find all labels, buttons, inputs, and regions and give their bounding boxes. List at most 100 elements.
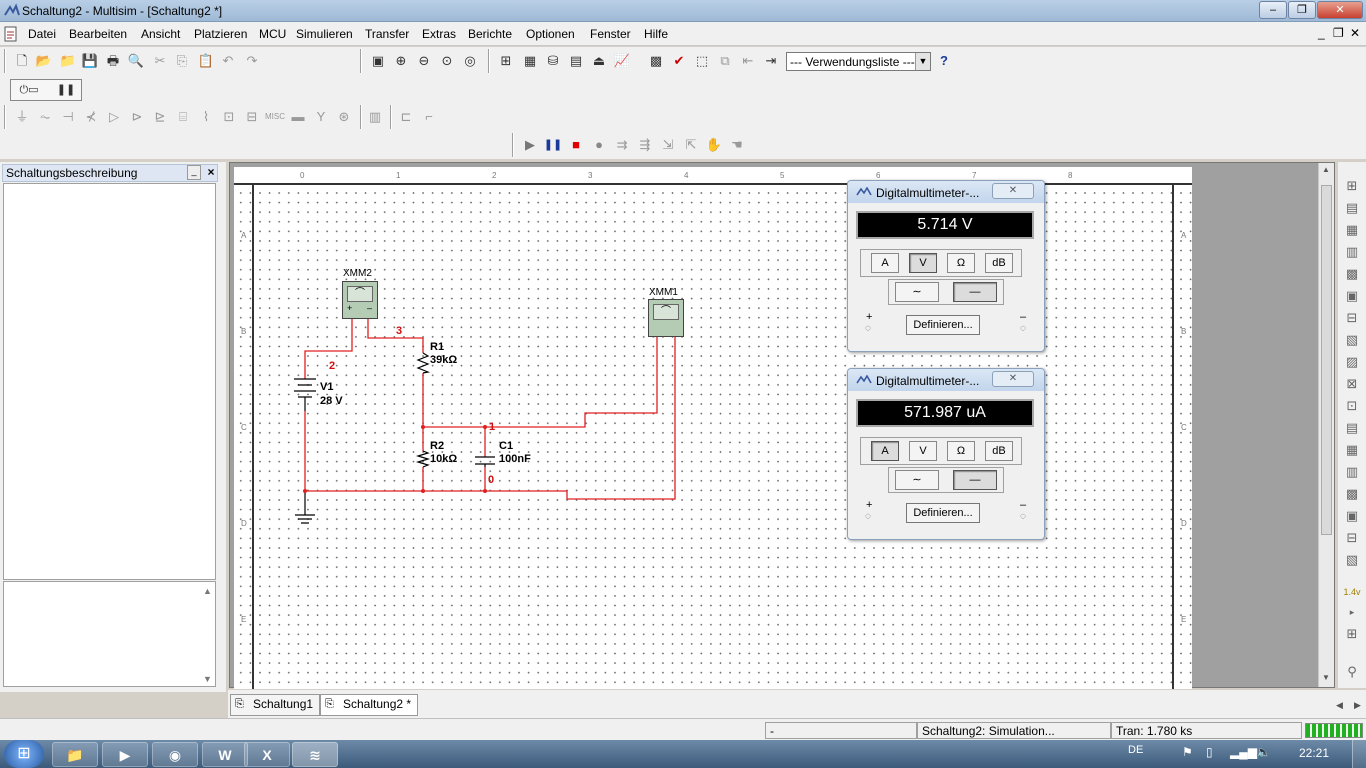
- print-preview-icon[interactable]: 🔍: [127, 53, 145, 68]
- scroll-up-icon[interactable]: ▲: [203, 586, 212, 596]
- zoom-area-icon[interactable]: ⊙: [441, 53, 453, 68]
- dc-line-icon[interactable]: —: [953, 470, 997, 490]
- scroll-down-icon[interactable]: ▼: [1322, 673, 1330, 682]
- grapher-icon[interactable]: 📈: [613, 53, 631, 68]
- mcu-icon[interactable]: ▥: [368, 109, 382, 124]
- undo-icon[interactable]: ↶: [222, 53, 234, 68]
- plus-terminal-icon[interactable]: ◌: [865, 511, 871, 522]
- mdi-restore-button[interactable]: ❐: [1333, 26, 1344, 40]
- mode-ohm-button[interactable]: Ω: [947, 253, 975, 273]
- menu-platzieren[interactable]: Platzieren: [194, 27, 248, 41]
- mixed-icon[interactable]: ⌇: [202, 109, 210, 124]
- mdi-minimize-button[interactable]: _: [1318, 26, 1325, 40]
- excel-icon[interactable]: X: [244, 742, 290, 767]
- flag-icon[interactable]: ⚑: [1182, 745, 1193, 759]
- database-icon[interactable]: ⛁: [547, 53, 559, 68]
- forward-annotate-icon[interactable]: ⇥: [765, 53, 777, 68]
- back-annotate-icon[interactable]: ⇤: [742, 53, 754, 68]
- misc-digital-icon[interactable]: ⌸: [179, 109, 187, 124]
- paste-icon[interactable]: 📋: [197, 53, 215, 68]
- usage-list-dropdown[interactable]: --- Verwendungsliste --- ▼: [786, 52, 931, 71]
- explorer-icon[interactable]: 📁: [52, 742, 98, 767]
- plus-terminal-icon[interactable]: ◌: [865, 323, 871, 334]
- instrument-counter-icon[interactable]: ⊟: [1346, 310, 1358, 325]
- mode-ampere-button[interactable]: A: [871, 253, 899, 273]
- power-switch-icon[interactable]: ⏻▭: [19, 84, 39, 96]
- step-out-icon[interactable]: ⇱: [685, 137, 697, 152]
- menu-mcu[interactable]: MCU: [259, 27, 287, 41]
- new-file-icon[interactable]: 🗋: [16, 53, 28, 68]
- menu-hilfe[interactable]: Hilfe: [644, 27, 669, 41]
- menu-bearbeiten[interactable]: Bearbeiten: [69, 27, 128, 41]
- chrome-icon[interactable]: ◉: [152, 742, 198, 767]
- description-text-area[interactable]: [3, 183, 216, 580]
- copy-icon[interactable]: ⎘: [176, 53, 188, 68]
- menu-simulieren[interactable]: Simulieren: [296, 27, 353, 41]
- schematic-sheet[interactable]: 0 1 2 3 4 5 6 7 8 A B C D E A B C D E: [234, 167, 1192, 689]
- dmm-close-button[interactable]: ✕: [992, 183, 1034, 199]
- instrument-logic-converter-icon[interactable]: ⊠: [1346, 376, 1358, 391]
- dmm-close-button[interactable]: ✕: [992, 371, 1034, 387]
- instrument-agilent-mm-icon[interactable]: ▣: [1345, 508, 1359, 523]
- instrument-wattmeter-icon[interactable]: ▦: [1345, 222, 1359, 237]
- mdi-close-button[interactable]: ✕: [1350, 26, 1361, 40]
- word-icon[interactable]: W: [202, 742, 248, 767]
- spreadsheet-icon[interactable]: ▦: [523, 53, 537, 68]
- instrument-oscilloscope-icon[interactable]: ▥: [1345, 244, 1359, 259]
- instrument-network-icon[interactable]: ▥: [1345, 464, 1359, 479]
- start-button-icon[interactable]: ⊞: [4, 740, 44, 768]
- menu-extras[interactable]: Extras: [422, 27, 457, 41]
- menu-datei[interactable]: Datei: [28, 27, 57, 41]
- define-button[interactable]: Definieren...: [906, 503, 980, 523]
- mode-db-button[interactable]: dB: [985, 441, 1013, 461]
- network-icon[interactable]: ▂▄▆: [1230, 745, 1257, 759]
- multimeter-window-current[interactable]: Digitalmultimeter-... ✕ 571.987 uA A V Ω…: [847, 368, 1045, 540]
- media-player-icon[interactable]: ▶: [102, 742, 148, 767]
- hierarchical-block-icon[interactable]: ⊏: [400, 109, 412, 124]
- breakpoint-icon[interactable]: ✋: [705, 137, 723, 152]
- open-sample-icon[interactable]: 📁: [59, 53, 77, 68]
- stop-icon[interactable]: ■: [572, 137, 580, 152]
- basic-icon[interactable]: ⏦: [39, 109, 51, 124]
- diode-icon[interactable]: ⊣: [62, 109, 74, 124]
- tab-schaltung2[interactable]: ⎘ Schaltung2 *: [320, 694, 419, 716]
- save-icon[interactable]: 💾: [81, 53, 99, 68]
- instrument-multimeter-icon[interactable]: ⊞: [1346, 178, 1358, 193]
- show-desktop-button[interactable]: [1352, 740, 1366, 768]
- scroll-thumb[interactable]: [1321, 185, 1332, 535]
- tab-schaltung1[interactable]: ⎘ Schaltung1: [230, 694, 321, 716]
- clock[interactable]: 22:21: [1299, 746, 1330, 760]
- mode-volt-button[interactable]: V: [909, 441, 937, 461]
- misc-icon[interactable]: MISC: [265, 112, 285, 121]
- instrument-agilent-scope-icon[interactable]: ⊟: [1346, 530, 1358, 545]
- minus-terminal-icon[interactable]: ◌: [1020, 511, 1026, 522]
- instrument-4ch-scope-icon[interactable]: ▩: [1345, 266, 1359, 281]
- dc-line-icon[interactable]: —: [953, 282, 997, 302]
- pause-switch-icon[interactable]: ❚❚: [56, 84, 76, 96]
- dmm-caption[interactable]: Digitalmultimeter-... ✕: [848, 369, 1044, 391]
- bus-icon[interactable]: ⌐: [425, 109, 433, 124]
- menu-transfer[interactable]: Transfer: [365, 27, 410, 41]
- multisim-taskbar-icon[interactable]: ≋: [292, 742, 338, 767]
- instrument-generator-icon[interactable]: ▤: [1345, 200, 1359, 215]
- mode-db-button[interactable]: dB: [985, 253, 1013, 273]
- redo-icon[interactable]: ↷: [246, 53, 258, 68]
- transistor-icon[interactable]: ⊀: [85, 109, 97, 124]
- mode-ohm-button[interactable]: Ω: [947, 441, 975, 461]
- source-icon[interactable]: ⏚: [15, 109, 29, 124]
- menu-optionen[interactable]: Optionen: [526, 27, 575, 41]
- chevron-down-icon[interactable]: ▼: [915, 53, 930, 70]
- grid-icon[interactable]: ▤: [569, 53, 583, 68]
- scroll-down-icon[interactable]: ▼: [203, 674, 212, 684]
- compare-icon[interactable]: ⧉: [720, 53, 730, 68]
- select-box-icon[interactable]: ⬚: [695, 53, 709, 68]
- instrument-logic-analyzer-icon[interactable]: ▨: [1345, 354, 1359, 369]
- schematic-workspace[interactable]: 0 1 2 3 4 5 6 7 8 A B C D E A B C D E: [229, 162, 1335, 689]
- instrument-distortion-icon[interactable]: ▤: [1345, 420, 1359, 435]
- measurement-probe-icon[interactable]: 1.4v: [1343, 587, 1361, 597]
- close-button[interactable]: ✕: [1317, 1, 1363, 19]
- instrument-agilent-icon[interactable]: ▩: [1345, 486, 1359, 501]
- step-into-icon[interactable]: ⇲: [662, 137, 674, 152]
- instrument-iv-analyzer-icon[interactable]: ⊡: [1346, 398, 1358, 413]
- document-icon[interactable]: [3, 26, 19, 42]
